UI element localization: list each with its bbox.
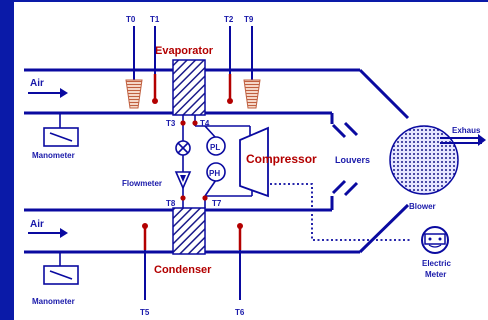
manometer-bottom: Manometer bbox=[32, 252, 79, 306]
svg-text:PH: PH bbox=[209, 169, 220, 178]
air-inlet-bottom: Air bbox=[28, 219, 68, 238]
flowmeter-label: Flowmeter bbox=[122, 179, 162, 188]
svg-text:T4: T4 bbox=[200, 119, 210, 128]
evaporator-coil bbox=[172, 59, 206, 116]
louvers-label: Louvers bbox=[335, 155, 370, 165]
condenser-label: Condenser bbox=[154, 264, 212, 276]
svg-text:T7: T7 bbox=[212, 199, 222, 208]
svg-text:Manometer: Manometer bbox=[32, 297, 75, 306]
junction-t3 bbox=[180, 120, 186, 126]
humidity-sensor-icon bbox=[243, 79, 261, 109]
air-label-top: Air bbox=[30, 78, 44, 89]
svg-text:T2: T2 bbox=[224, 15, 234, 24]
svg-text:T0: T0 bbox=[126, 15, 136, 24]
svg-text:T3: T3 bbox=[166, 119, 176, 128]
sensor-t6: T6 bbox=[235, 223, 245, 317]
junction-t8 bbox=[180, 195, 186, 201]
junction-t7 bbox=[202, 195, 208, 201]
electric-meter-icon bbox=[421, 226, 449, 254]
louvers-icon bbox=[331, 121, 359, 197]
humidity-sensor-icon bbox=[125, 79, 143, 109]
exhaust-arrow-icon bbox=[440, 134, 486, 146]
sensor-t9: T9 bbox=[243, 15, 261, 109]
compressor-label: Compressor bbox=[246, 152, 317, 166]
evaporator-label: Evaporator bbox=[155, 45, 214, 57]
compressor-icon bbox=[239, 126, 269, 198]
electric-meter-label-2: Meter bbox=[425, 270, 446, 279]
svg-text:T5: T5 bbox=[140, 308, 150, 317]
electric-meter-label-1: Electric bbox=[422, 259, 451, 268]
condenser-coil bbox=[172, 207, 206, 255]
svg-text:T1: T1 bbox=[150, 15, 160, 24]
sensor-t1: T1 bbox=[150, 15, 160, 104]
air-inlet-top: Air bbox=[28, 78, 68, 98]
blower-label: Blower bbox=[409, 202, 436, 211]
flowmeter-icon bbox=[174, 171, 192, 190]
pressure-gauge-high: PH bbox=[206, 162, 226, 182]
svg-text:Manometer: Manometer bbox=[32, 151, 75, 160]
pressure-gauge-low: PL bbox=[206, 136, 226, 156]
sensor-t0: T0 bbox=[125, 15, 143, 109]
svg-text:T8: T8 bbox=[166, 199, 176, 208]
junction-t4 bbox=[192, 120, 198, 126]
sensor-t5: T5 bbox=[140, 223, 150, 317]
expansion-valve-icon bbox=[175, 140, 191, 156]
air-label-bottom: Air bbox=[30, 219, 44, 230]
sensor-t2: T2 bbox=[224, 15, 234, 104]
svg-text:T6: T6 bbox=[235, 308, 245, 317]
exhaust-label: Exhaus bbox=[452, 126, 481, 135]
blower-fan-icon bbox=[389, 125, 459, 195]
refrigerant-circuit bbox=[182, 115, 253, 208]
svg-text:T9: T9 bbox=[244, 15, 254, 24]
svg-text:PL: PL bbox=[210, 143, 220, 152]
manometer-top: Manometer bbox=[32, 113, 79, 160]
